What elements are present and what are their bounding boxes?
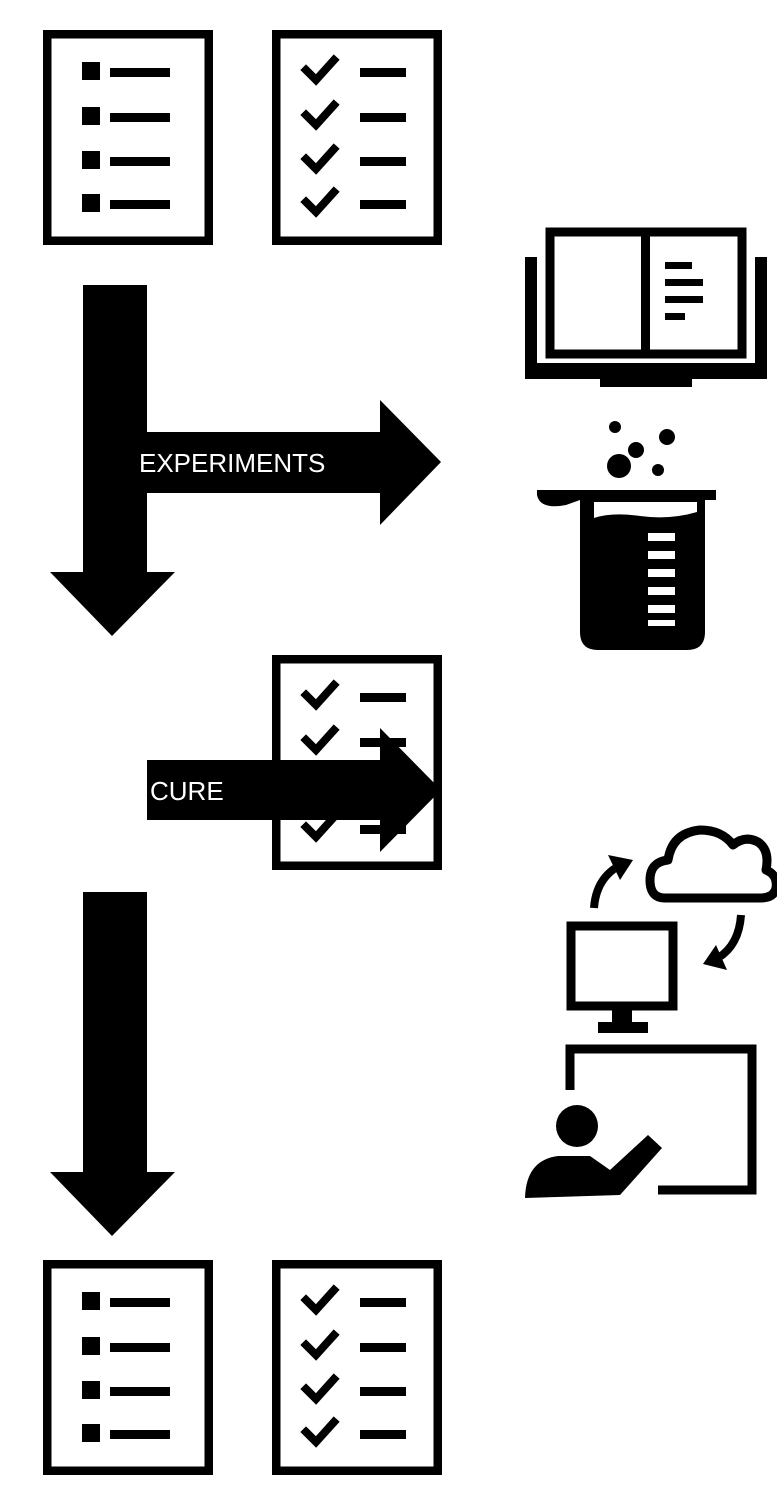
checklist-document-icon-top <box>276 34 438 241</box>
sync-arrows-icon <box>590 855 745 970</box>
cure-label: CURE <box>150 776 224 806</box>
list-document-icon-top <box>47 34 209 241</box>
bubbles-icon <box>607 421 675 478</box>
experiments-arrow: EXPERIMENTS <box>50 285 441 636</box>
cloud-icon <box>645 825 777 903</box>
list-document-icon-bottom <box>47 1264 209 1471</box>
computer-monitor-icon <box>566 921 678 1033</box>
down-arrow-2 <box>50 892 175 1236</box>
checklist-document-icon-bottom <box>276 1264 438 1471</box>
beaker-icon <box>537 490 716 650</box>
presenter-whiteboard-icon <box>525 1044 757 1198</box>
cure-arrow: CURE <box>50 728 441 1236</box>
right-arrow-2 <box>147 728 441 852</box>
down-arrow-1 <box>50 285 175 636</box>
right-arrow-1 <box>147 400 441 525</box>
open-book-icon <box>525 227 767 387</box>
experiments-label: EXPERIMENTS <box>139 448 325 478</box>
